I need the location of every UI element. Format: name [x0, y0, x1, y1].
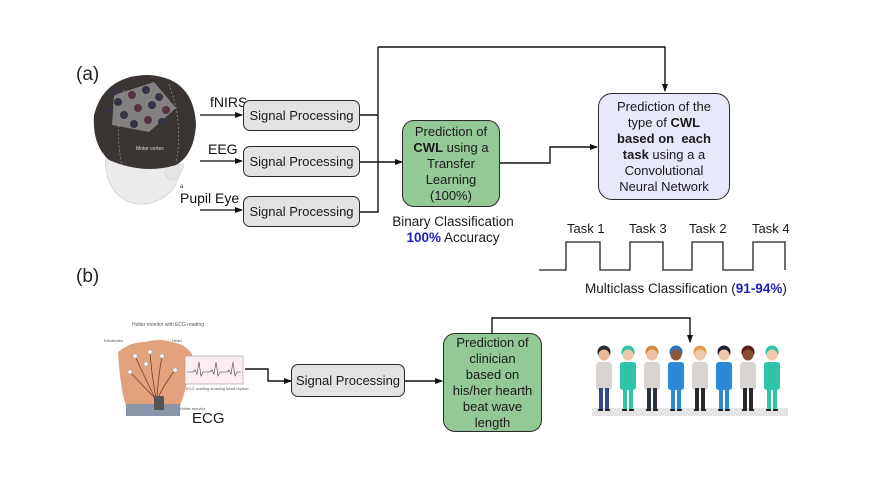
holter-ecg-illustration: Holter monitor with ECG reading Electrod… — [100, 318, 250, 418]
clinicians-group-illustration — [592, 345, 788, 416]
sensor-optodes — [104, 86, 170, 128]
clinician-figure — [668, 345, 684, 411]
torso-ecg-drawing — [118, 340, 244, 416]
task-label-2: Task 2 — [689, 221, 727, 236]
clinician-figure — [764, 345, 780, 411]
binary-line1: Binary Classification — [392, 214, 514, 229]
signal-processing-box-ecg: Signal Processing — [291, 364, 405, 397]
transfer-learning-box: Prediction of CWL using a Transfer Learn… — [402, 120, 500, 207]
cnn-line3-bold: based on each — [617, 130, 711, 146]
binary-accuracy-value: 100% — [406, 230, 441, 245]
signal-processing-box-eeg: Signal Processing — [243, 146, 360, 177]
transfer-line5: (100%) — [430, 187, 472, 203]
input-label-fnirs: fNIRS — [210, 94, 248, 110]
clinician-figure — [644, 345, 660, 411]
arrow-top-to-cnn — [378, 46, 668, 92]
holter-monitor-device — [154, 396, 164, 410]
cap-dashed-line — [168, 83, 180, 163]
task-label-4: Task 4 — [752, 221, 790, 236]
arrow-clinician-to-people — [491, 317, 693, 343]
clinician-line5: beat wave — [462, 398, 523, 414]
cap-dashed-line — [118, 89, 125, 166]
task-label-1: Task 1 — [567, 221, 605, 236]
cnn-line2-bold: CWL — [670, 114, 701, 130]
input-label-eeg: EEG — [208, 141, 238, 157]
clinician-line2: clinician — [469, 350, 516, 366]
clinician-figure — [740, 345, 756, 411]
cnn-prediction-box: Prediction of the type of CWL based on e… — [598, 93, 730, 200]
pants-shape — [126, 404, 180, 416]
ecg-illu-electrodes-label: Electrodes — [104, 338, 123, 343]
transfer-line3: Transfer — [427, 155, 475, 171]
motor-cortex-label: Motor cortex — [136, 146, 164, 152]
transfer-line1: Prediction of — [414, 123, 488, 139]
ecg-illu-title: Holter monitor with ECG reading — [132, 322, 204, 328]
clinician-line4: his/her hearth — [452, 382, 533, 398]
head-sensor-illustration: Motor cortex a — [93, 75, 196, 205]
cnn-line4-rest: using a a — [648, 146, 706, 162]
arrow-ecg-to-processing — [245, 368, 292, 384]
clinician-figure — [716, 345, 732, 411]
signal-processing-box-fnirs: Signal Processing — [243, 100, 360, 131]
multiclass-classification-caption: Multiclass Classification (91-94%) — [585, 281, 787, 297]
transfer-line2: using a — [443, 139, 489, 155]
ecg-illu-monitor-label: Holter monitor — [180, 406, 206, 411]
binary-accuracy-label: Accuracy — [441, 230, 500, 245]
clinician-prediction-box: Prediction of clinician based on his/her… — [443, 333, 542, 432]
panel-b-label: (b) — [76, 266, 100, 287]
clinician-line1: Prediction of — [456, 334, 529, 350]
cnn-line5: Convolutional — [624, 162, 704, 178]
clinician-line3: based on — [465, 366, 520, 382]
multiclass-post: ) — [782, 281, 787, 296]
clinician-line6: length — [474, 414, 511, 430]
cnn-line1: Prediction of the — [617, 98, 711, 114]
signal-processing-box-pupil: Signal Processing — [243, 196, 360, 227]
ecg-illu-reading-label: ECG reading showing heart rhythm — [186, 386, 249, 391]
floor-shadow — [592, 408, 788, 416]
input-label-pupil: Pupil Eye — [180, 190, 240, 206]
task-label-3: Task 3 — [629, 221, 667, 236]
cnn-line4-bold: task — [622, 146, 649, 162]
clinician-figure — [620, 345, 636, 411]
cnn-line2-pre: type of — [627, 114, 671, 130]
ecg-waveform — [187, 361, 241, 377]
multiclass-accuracy-value: 91-94% — [735, 281, 783, 296]
task-square-wave — [539, 241, 786, 271]
transfer-bold-cwl: CWL — [413, 139, 444, 155]
transfer-line4: Learning — [425, 171, 477, 187]
multiclass-pre: Multiclass Classification ( — [585, 281, 736, 296]
head-sub-label: a — [180, 184, 184, 190]
clinician-figure — [596, 345, 612, 411]
binary-classification-caption: Binary Classification 100% Accuracy — [388, 214, 518, 246]
ecg-label: ECG — [192, 410, 225, 427]
arrow-transfer-to-cnn — [500, 144, 598, 164]
panel-a-label: (a) — [76, 64, 100, 85]
ecg-illu-heart-label: Heart — [172, 338, 182, 343]
cnn-line6: Neural Network — [619, 178, 709, 194]
electrodes — [127, 349, 178, 375]
clinician-figure — [692, 345, 708, 411]
connector-pupil-out — [360, 47, 379, 213]
